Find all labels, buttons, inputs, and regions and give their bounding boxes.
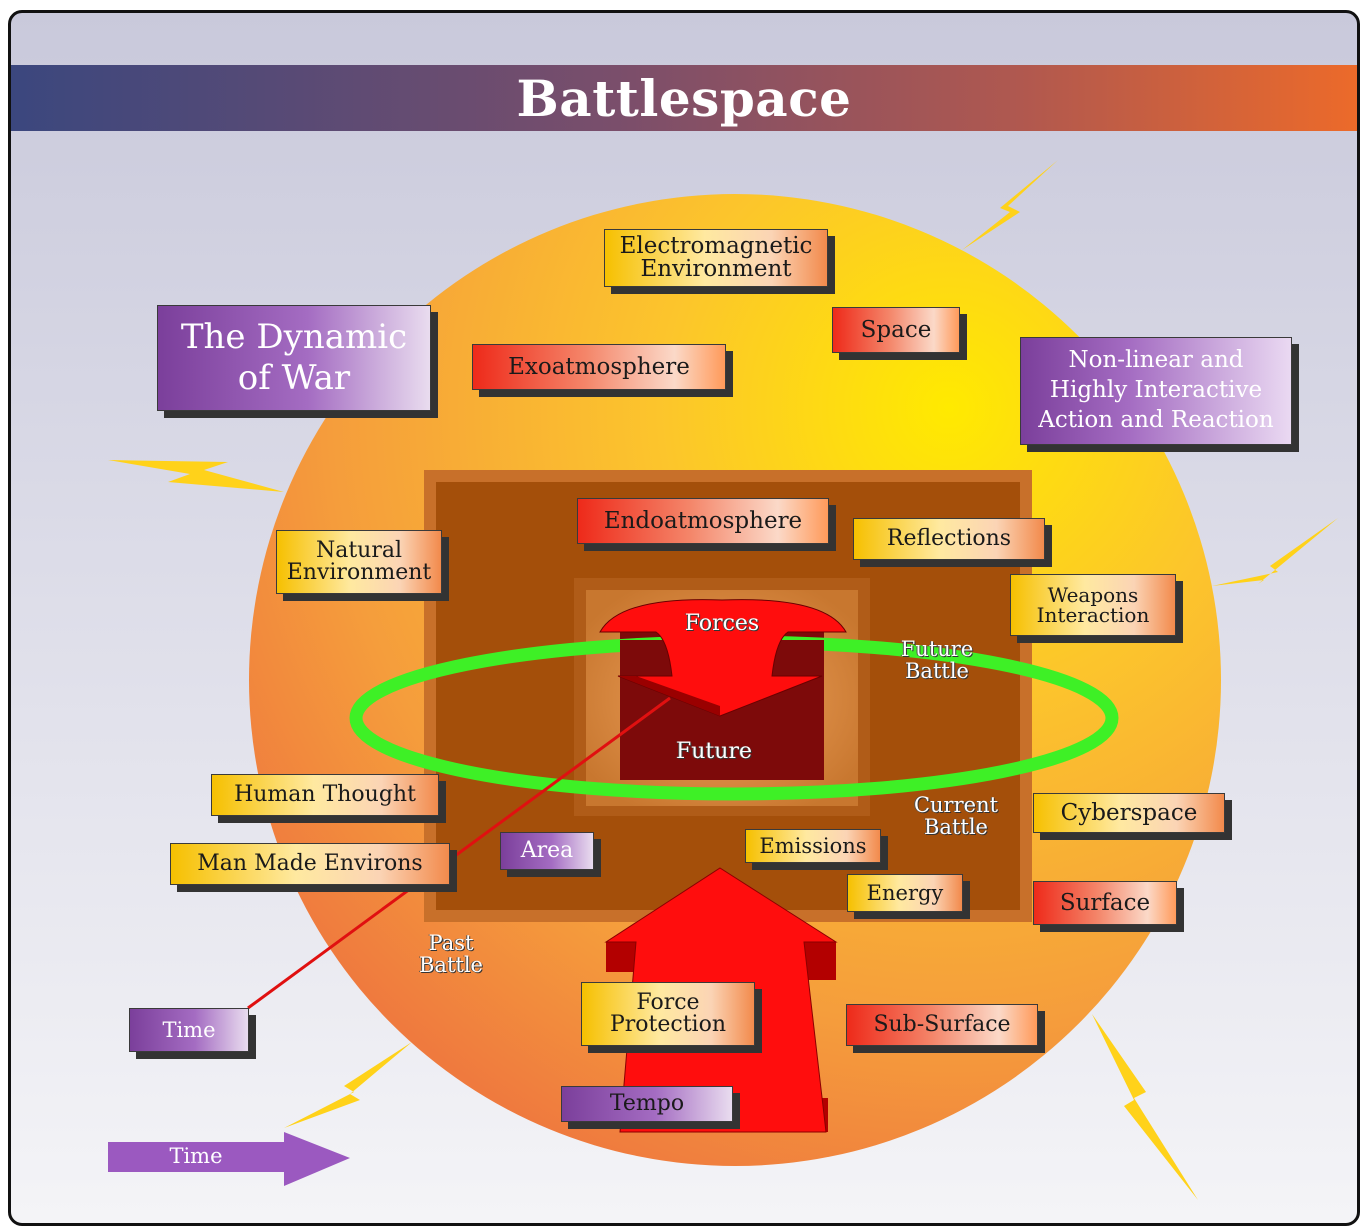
human-thought-box: Human Thought [211, 774, 439, 816]
time-arrow-label: Time [169, 1144, 223, 1168]
force-arrow-wing-right [804, 942, 836, 980]
time-line [247, 696, 671, 1010]
title-banner: Battlespace [11, 65, 1357, 131]
force-arrow-wing-left [606, 942, 640, 972]
energy-box: Energy [847, 874, 963, 912]
space-box: Space [832, 307, 960, 353]
time-box: Time [129, 1008, 249, 1052]
forces-label: Forces [684, 611, 760, 636]
past-battle-label: Past Battle [419, 931, 483, 978]
lightning-bolt-icon [108, 460, 284, 492]
lightning-bolt-icon [284, 1042, 412, 1128]
nonlinear-callout: Non-linear and Highly Interactive Action… [1020, 337, 1292, 445]
man-made-environs-box: Man Made Environs [170, 843, 450, 885]
area-box: Area [500, 832, 594, 870]
time-arrow [108, 1132, 350, 1186]
electromagnetic-environment-box: Electromagnetic Environment [604, 229, 828, 287]
endoatmosphere-box: Endoatmosphere [577, 498, 829, 544]
future-battle-label: Future Battle [900, 637, 974, 684]
tempo-box: Tempo [561, 1086, 733, 1122]
lightning-bolt-icon [962, 160, 1058, 250]
natural-environment-box: Natural Environment [276, 530, 442, 594]
cyberspace-box: Cyberspace [1033, 793, 1225, 833]
surface-box: Surface [1033, 881, 1177, 925]
exoatmosphere-box: Exoatmosphere [472, 344, 726, 390]
lightning-bolt-icon [1212, 518, 1338, 586]
forces-arrow-shade [618, 676, 720, 716]
page-title: Battlespace [516, 68, 852, 128]
force-protection-box: Force Protection [581, 982, 755, 1046]
future-label: Future [676, 739, 752, 764]
lightning-bolt-icon [1092, 1014, 1198, 1200]
reflections-box: Reflections [853, 518, 1045, 560]
emissions-box: Emissions [745, 829, 881, 863]
sub-surface-box: Sub-Surface [846, 1004, 1038, 1046]
current-battle-label: Current Battle [913, 793, 999, 840]
weapons-interaction-box: Weapons Interaction [1010, 574, 1176, 636]
dynamic-of-war-callout: The Dynamic of War [157, 305, 431, 411]
